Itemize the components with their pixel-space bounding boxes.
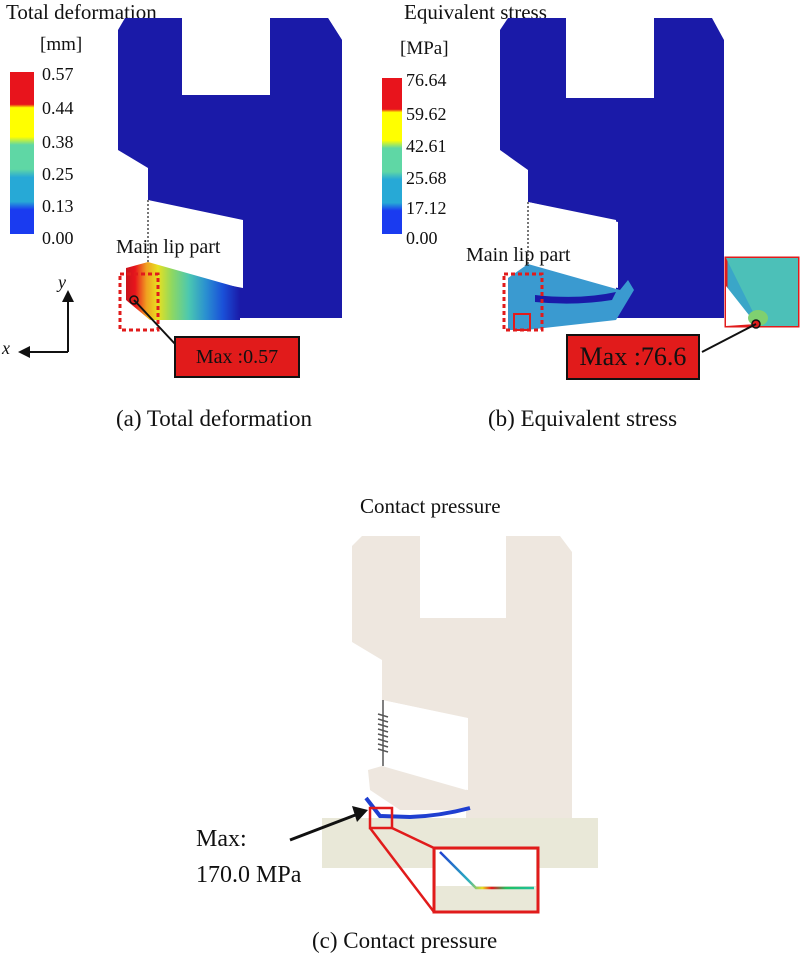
panel-b-legend-label-4: 17.12 — [406, 198, 447, 218]
panel-c-title: Contact pressure — [360, 494, 501, 518]
panel-a-legend-label-2: 0.38 — [42, 132, 74, 152]
panel-b-legend-label-2: 42.61 — [406, 136, 447, 156]
panel-a-legend-label-4: 0.13 — [42, 196, 74, 216]
panel-b-legend-label-5: 0.00 — [406, 228, 438, 248]
panel-c-max-label-line2: 170.0 MPa — [196, 862, 302, 888]
panel-c-caption: (c) Contact pressure — [312, 928, 498, 953]
panel-b-max-box: Max :76.6 — [566, 334, 700, 380]
panel-a-legend-unit: [mm] — [40, 34, 83, 55]
panel-a-seal-shape — [118, 18, 342, 346]
axis-x-label: x — [2, 338, 10, 358]
panel-b-region-label: Main lip part — [466, 244, 571, 266]
panel-a-legend-label-0: 0.57 — [42, 64, 74, 84]
panel-a-caption: (a) Total deformation — [116, 406, 312, 431]
panel-b-legend-label-0: 76.64 — [406, 70, 447, 90]
panel-c-max-label-line1: Max: — [196, 826, 247, 852]
panel-b-seal-shape — [500, 18, 800, 353]
panel-a-legend-label-1: 0.44 — [42, 98, 74, 118]
panel-a-legend-label-3: 0.25 — [42, 164, 74, 184]
panel-a-region-label: Main lip part — [116, 236, 221, 258]
axes-icon — [18, 290, 74, 358]
panel-b-legend-label-1: 59.62 — [406, 104, 447, 124]
axis-y-label: y — [58, 272, 66, 292]
panel-a-max-box: Max :0.57 — [174, 336, 300, 378]
panel-b-legend-label-3: 25.68 — [406, 168, 447, 188]
panel-a-max-label: Max :0.57 — [195, 345, 279, 368]
panel-b-caption: (b) Equivalent stress — [488, 406, 678, 431]
panel-a-legend-label-5: 0.00 — [42, 228, 74, 248]
panel-b-legend-unit: [MPa] — [400, 38, 449, 59]
panel-a-legend-bar — [10, 72, 34, 234]
panel-b-legend-bar — [382, 78, 402, 234]
panel-b-max-label: Max :76.6 — [579, 342, 687, 371]
